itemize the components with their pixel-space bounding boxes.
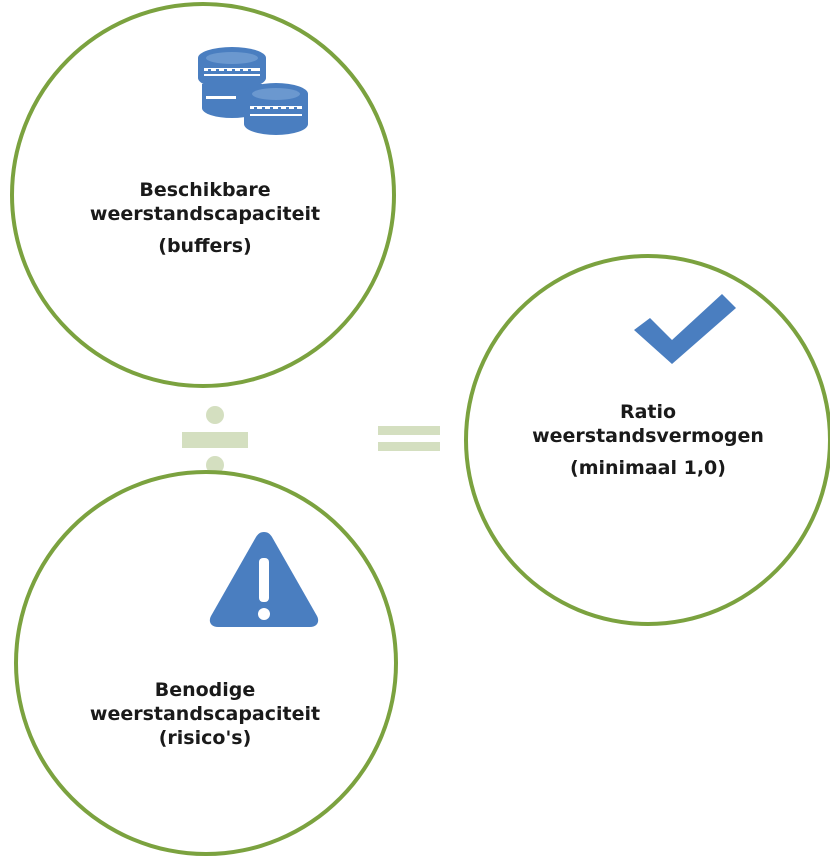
node-line: weerstandscapaciteit <box>89 203 321 225</box>
label-available-capacity: Beschikbare weerstandscapaciteit (buffer… <box>60 178 350 258</box>
divide-icon <box>182 406 248 474</box>
warning-icon <box>208 528 320 628</box>
label-required-capacity: Benodige weerstandscapaciteit (risico's) <box>60 678 350 750</box>
equals-icon <box>378 426 440 452</box>
node-line: Benodige <box>154 679 256 701</box>
node-line: weerstandsvermogen <box>532 425 764 447</box>
node-line: Beschikbare <box>139 179 271 201</box>
node-line: (risico's) <box>158 727 252 749</box>
circle-ratio <box>464 254 830 626</box>
circle-required-capacity <box>14 470 398 856</box>
checkmark-icon <box>630 292 740 366</box>
node-line: weerstandscapaciteit <box>89 703 321 725</box>
coins-icon <box>194 44 312 138</box>
label-ratio: Ratio weerstandsvermogen (minimaal 1,0) <box>498 400 798 480</box>
node-line: Ratio <box>619 401 677 423</box>
node-line: (minimaal 1,0) <box>570 457 726 479</box>
node-line: (buffers) <box>158 235 252 257</box>
